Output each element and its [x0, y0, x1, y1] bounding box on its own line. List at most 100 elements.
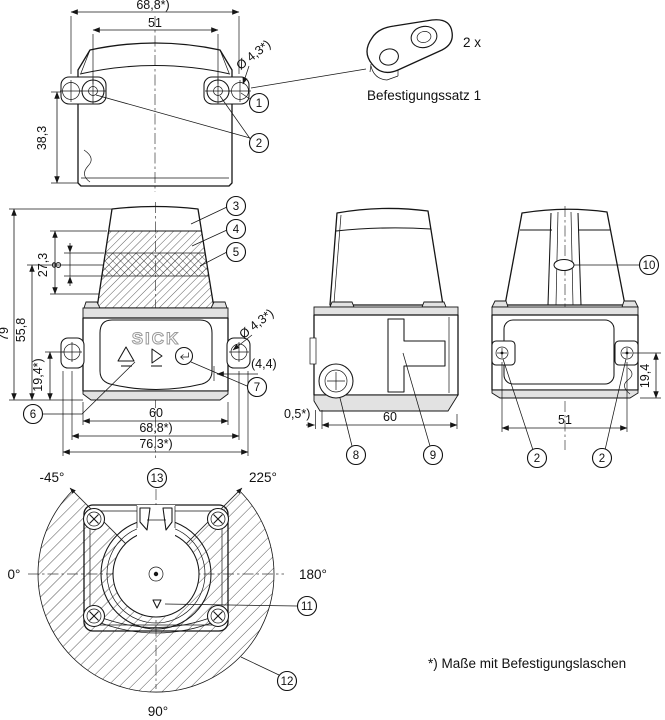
callout-1: 1	[248, 92, 270, 114]
dim-front-band-height: 8	[50, 243, 104, 286]
callout-8: 8	[345, 444, 367, 466]
top-lug-right	[203, 76, 251, 105]
svg-text:8: 8	[353, 450, 359, 462]
svg-text:60: 60	[383, 410, 397, 424]
screw-top-left	[82, 507, 106, 531]
callout-2-rear-right: 2	[591, 447, 613, 469]
view-front: SICK 79 55,8 27,3	[0, 195, 277, 458]
svg-text:(4,4): (4,4)	[251, 357, 277, 371]
angle-left-label: 0°	[8, 567, 21, 582]
front-housing: SICK	[82, 301, 229, 401]
dim-side-gap: 0,5*)	[284, 407, 323, 429]
svg-text:51: 51	[558, 413, 572, 427]
callout-12: 12	[276, 670, 298, 692]
svg-text:Ø 4,3*): Ø 4,3*)	[237, 306, 277, 341]
callout-2-rear-left: 2	[526, 447, 548, 469]
dim-front-body-height: 55,8	[14, 264, 103, 401]
type-label-area	[387, 318, 446, 393]
front-lug-right	[226, 337, 251, 369]
dim-rear-width-holes: 51	[501, 362, 628, 432]
callout-9: 9	[422, 444, 444, 466]
callout-11: 11	[296, 595, 318, 617]
svg-text:10: 10	[643, 260, 656, 272]
svg-text:1: 1	[256, 98, 262, 110]
dim-top-width-outer: 68,8*)	[70, 0, 240, 74]
view-bottom: -45° 225° 0° 180° 90° 13 11 12	[8, 467, 327, 719]
accessory-qty: 2 x	[463, 35, 481, 50]
angle-right-label: 180°	[299, 567, 327, 582]
svg-text:9: 9	[430, 450, 436, 462]
zero-marker-triangle	[152, 599, 162, 609]
angle-end-label: 225°	[249, 470, 277, 485]
svg-text:2: 2	[256, 138, 262, 150]
svg-text:13: 13	[151, 473, 164, 485]
dim-front-offset: (4,4)	[213, 357, 277, 381]
scan-center-mark	[153, 571, 159, 577]
svg-text:19,4*): 19,4*)	[31, 358, 45, 391]
svg-text:5: 5	[233, 247, 239, 259]
dim-rear-lug-height: 19,4	[633, 352, 661, 399]
svg-text:4: 4	[233, 224, 240, 236]
svg-text:27,3: 27,3	[36, 253, 50, 277]
callout-4: 4	[225, 218, 247, 240]
callout-6: 6	[22, 403, 44, 425]
svg-text:2: 2	[534, 453, 540, 465]
play-icon	[151, 348, 163, 367]
dim-front-width-body: 60	[82, 402, 229, 425]
view-top: 68,8*) 51 38,3 Ø 4,3*) 1 2	[35, 0, 273, 192]
svg-text:68,8*): 68,8*)	[139, 421, 172, 435]
svg-text:51: 51	[148, 16, 162, 30]
front-lug-left	[60, 337, 85, 369]
screw-top-right	[206, 507, 230, 531]
accessory-bracket: 2 x Befestigungssatz 1	[250, 19, 481, 103]
svg-text:76,3*): 76,3*)	[139, 437, 172, 451]
rear-lug-right	[614, 340, 639, 366]
callout-2-top: 2	[248, 132, 270, 154]
emitter-fin-left	[139, 507, 151, 531]
svg-text:11: 11	[301, 601, 313, 613]
emitter-fin-right	[162, 507, 173, 531]
svg-text:6: 6	[30, 409, 36, 421]
accessory-name: Befestigungssatz 1	[367, 88, 481, 103]
front-scan-head	[96, 205, 215, 309]
dim-front-cone-height: 27,3	[36, 230, 107, 295]
dim-front-total-height: 79	[0, 208, 112, 401]
svg-text:2: 2	[599, 453, 605, 465]
svg-text:55,8: 55,8	[14, 318, 28, 342]
screw-bottom-right	[206, 604, 230, 628]
bottom-device	[82, 504, 230, 634]
svg-text:38,3: 38,3	[35, 126, 49, 150]
svg-text:68,8*): 68,8*)	[136, 0, 169, 12]
svg-text:12: 12	[281, 676, 294, 688]
dim-top-height: 38,3	[35, 91, 78, 184]
dim-top-width-head: 51	[92, 16, 219, 84]
svg-text:3: 3	[233, 201, 239, 213]
svg-text:0,5*): 0,5*)	[284, 407, 310, 421]
top-lug-left	[60, 76, 107, 105]
dim-front-lug-height: 19,4*)	[31, 351, 64, 401]
svg-text:60: 60	[149, 406, 163, 420]
svg-text:7: 7	[254, 382, 260, 394]
callout-10: 10	[638, 254, 660, 276]
brand-logo: SICK	[132, 329, 181, 348]
warning-icon	[117, 346, 135, 367]
connector	[318, 363, 354, 399]
view-side: 0,5*) 60 8 9	[284, 207, 459, 466]
angle-start-label: -45°	[40, 470, 65, 485]
footnote: *) Maße mit Befestigungslaschen	[428, 656, 626, 671]
callout-3: 3	[225, 195, 247, 217]
svg-text:Ø 4,3*): Ø 4,3*)	[234, 37, 274, 72]
view-rear: 19,4 51 10 2 2	[491, 206, 661, 469]
dim-front-width-total: 76,3*)	[62, 371, 249, 456]
svg-text:79: 79	[0, 327, 11, 341]
rear-lug-left	[491, 340, 516, 366]
angle-bottom-label: 90°	[148, 704, 168, 719]
svg-text:8: 8	[50, 261, 64, 268]
callout-13: 13	[146, 467, 168, 489]
dim-side-depth: 60	[321, 410, 458, 429]
enter-icon	[174, 346, 194, 366]
screw-bottom-left	[82, 604, 106, 628]
svg-text:19,4: 19,4	[638, 364, 652, 388]
